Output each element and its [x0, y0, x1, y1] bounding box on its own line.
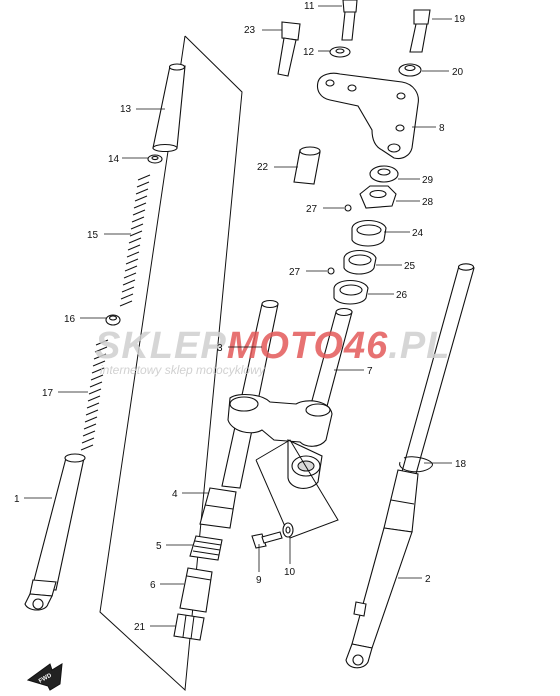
bolt-9	[251, 531, 283, 549]
bolt-19	[409, 9, 431, 53]
outer-tube-left-1	[24, 453, 86, 611]
callout-17: 17	[42, 388, 54, 399]
watermark: SKLEPMOTO46.PL internetowy sklep motocyk…	[95, 325, 450, 377]
callout-11: 11	[304, 1, 315, 12]
watermark-tagline: internetowy sklep motocyklowy	[100, 363, 266, 377]
callout-14: 14	[108, 154, 120, 165]
callout-23: 23	[244, 25, 256, 36]
callout-29: 29	[422, 175, 434, 186]
callout-19: 19	[454, 14, 466, 25]
leader-lines	[24, 5, 452, 627]
lower-sleeve-6	[179, 567, 213, 613]
washer-12	[329, 46, 351, 58]
callout-2: 2	[425, 574, 431, 585]
bearing-25	[343, 249, 377, 275]
watermark-part-2: MOTO46	[227, 325, 389, 367]
forward-arrow-icon: FWD	[26, 663, 63, 691]
callout-5: 5	[156, 541, 162, 552]
lock-washer-29	[369, 165, 399, 183]
bearing-race-24	[351, 219, 387, 247]
steel-ball-27b	[327, 267, 335, 275]
washer-20	[398, 63, 422, 77]
bolt-11	[341, 0, 358, 41]
callout-16: 16	[64, 314, 76, 325]
nut-28	[359, 185, 397, 209]
callout-26: 26	[396, 290, 408, 301]
bushing-22	[293, 146, 321, 185]
watermark-part-3: .PL	[388, 325, 450, 367]
dust-boot-5	[189, 535, 223, 561]
group-frame	[99, 35, 243, 692]
clip-18	[399, 456, 433, 473]
callout-22: 22	[257, 162, 269, 173]
callout-18: 18	[455, 459, 467, 470]
steel-ball-27a	[344, 204, 352, 212]
callout-21: 21	[134, 622, 146, 633]
callout-labels: 11 19 23 12 20 13 8 14 22 29 28 27 15 24…	[14, 1, 467, 633]
callout-6: 6	[150, 580, 156, 591]
callout-24: 24	[412, 228, 424, 239]
fork-leg-right-2	[345, 263, 475, 669]
callout-13: 13	[120, 104, 132, 115]
callout-12: 12	[303, 47, 315, 58]
lower-bracket	[227, 393, 339, 539]
upper-bracket-8	[316, 72, 419, 160]
callout-7: 7	[367, 366, 373, 377]
callout-3: 3	[217, 343, 223, 354]
washer-10	[282, 522, 294, 538]
callout-10: 10	[284, 567, 296, 578]
seal-sleeve-4	[199, 487, 237, 529]
bolt-23	[277, 21, 301, 77]
spacer-tube-13	[152, 63, 186, 153]
callout-27b: 27	[289, 267, 301, 278]
washer-14	[147, 154, 163, 164]
callout-8: 8	[439, 123, 445, 134]
callout-9: 9	[256, 575, 262, 586]
watermark-title: SKLEPMOTO46.PL	[95, 325, 450, 367]
fork-spring-15	[119, 174, 151, 307]
washer-16	[105, 314, 121, 326]
end-cap-21	[173, 613, 205, 641]
callout-28: 28	[422, 197, 434, 208]
watermark-part-1: SKLEP	[95, 325, 227, 367]
callout-4: 4	[172, 489, 178, 500]
callout-1: 1	[14, 494, 20, 505]
callout-25: 25	[404, 261, 416, 272]
callout-20: 20	[452, 67, 464, 78]
rebound-spring-17	[80, 339, 109, 451]
callout-27a: 27	[306, 204, 318, 215]
bearing-race-26	[333, 279, 369, 305]
callout-15: 15	[87, 230, 99, 241]
